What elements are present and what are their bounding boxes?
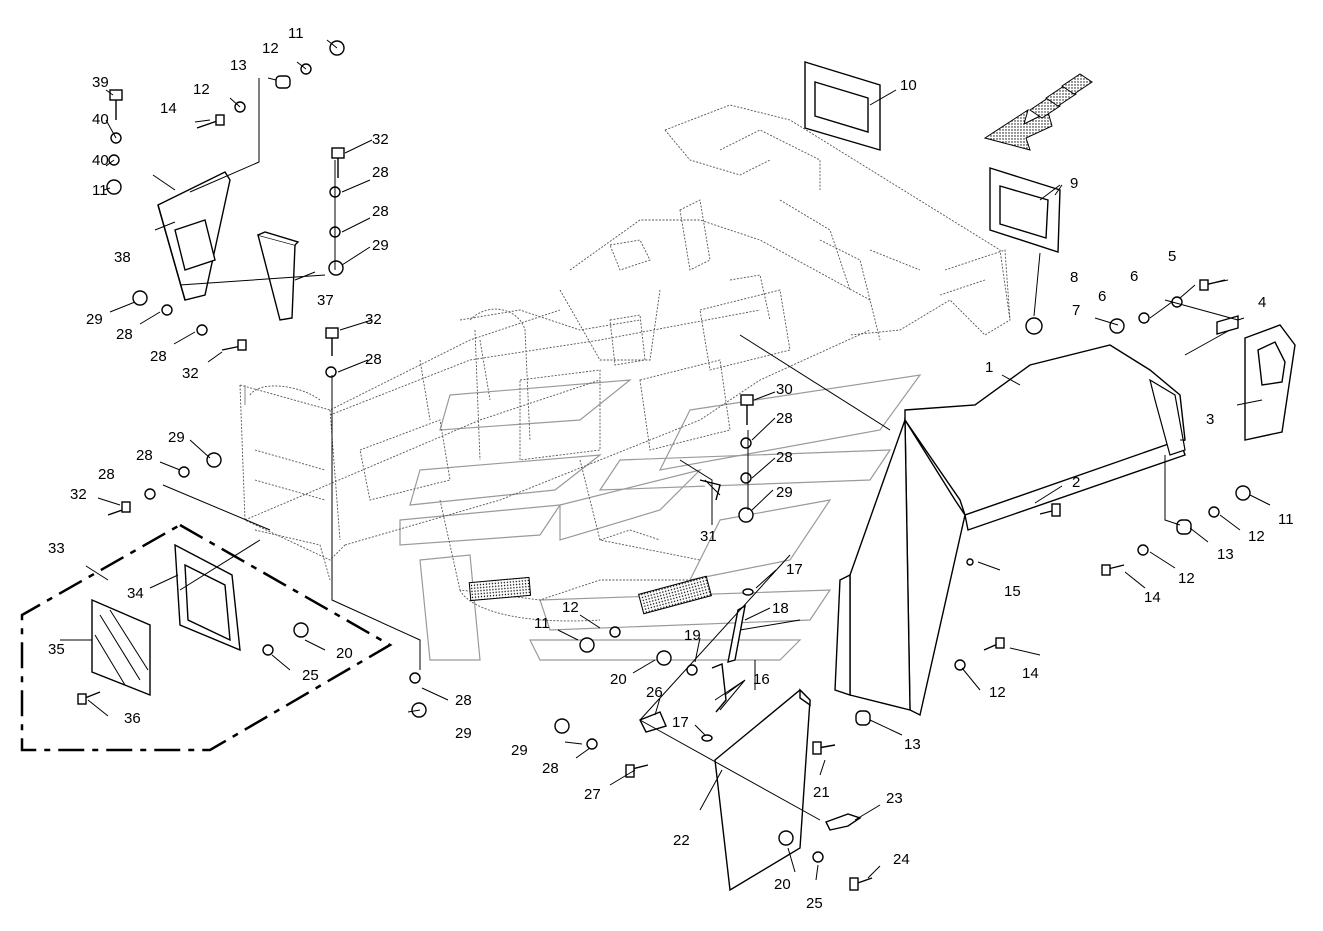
callout-label: 13: [1217, 546, 1234, 563]
callout-label: 36: [124, 710, 141, 727]
callout-label: 39: [92, 74, 109, 91]
hardware: [77, 40, 1251, 891]
callout-label: 40: [92, 152, 109, 169]
callout-label: 28: [372, 203, 389, 220]
callout-label: 27: [584, 786, 601, 803]
callout-label: 21: [813, 784, 830, 801]
callout-label: 18: [772, 600, 789, 617]
callout-label: 12: [989, 684, 1006, 701]
callout-label: 12: [1248, 528, 1265, 545]
reflector-35: [91, 598, 151, 697]
callout-label: 28: [542, 760, 559, 777]
callout-label: 32: [70, 486, 87, 503]
callout-label: 29: [511, 742, 528, 759]
machine-frame: [239, 104, 1011, 622]
decal-10: [804, 61, 881, 151]
callout-label: 28: [365, 351, 382, 368]
callout-label: 20: [610, 671, 627, 688]
bracket-38: [157, 171, 231, 301]
callout-label: 5: [1168, 248, 1176, 265]
callout-label: 28: [776, 410, 793, 427]
callout-label: 29: [372, 237, 389, 254]
callout-label: 19: [684, 627, 701, 644]
callout-label: 28: [455, 692, 472, 709]
callout-label: 29: [86, 311, 103, 328]
callout-label: 15: [1004, 583, 1021, 600]
callout-labels: 1 2 3 4 5 6 6 7 8 9 10 11 12 12 13 14 39…: [48, 25, 1294, 912]
callout-label: 22: [673, 832, 690, 849]
callout-label: 33: [48, 540, 65, 557]
callout-label: 17: [786, 561, 803, 578]
callout-label: 30: [776, 381, 793, 398]
callout-label: 8: [1070, 269, 1078, 286]
callout-label: 28: [116, 326, 133, 343]
callout-label: 32: [372, 131, 389, 148]
cover-3: [1244, 324, 1296, 441]
callout-label: 26: [646, 684, 663, 701]
callout-label: 35: [48, 641, 65, 658]
callout-label: 3: [1206, 411, 1214, 428]
callout-label: 6: [1098, 288, 1106, 305]
callout-label: 9: [1070, 175, 1078, 192]
callout-label: 12: [562, 599, 579, 616]
callout-label: 32: [182, 365, 199, 382]
callout-label: 34: [127, 585, 144, 602]
callout-label: 20: [774, 876, 791, 893]
callout-label: 11: [92, 182, 108, 199]
callout-label: 7: [1072, 302, 1080, 319]
callout-label: 14: [1144, 589, 1161, 606]
callout-label: 29: [455, 725, 472, 742]
callout-label: 12: [1178, 570, 1195, 587]
callout-label: 25: [302, 667, 319, 684]
callout-label: 28: [136, 447, 153, 464]
callout-label: 40: [92, 111, 109, 128]
reflector-frame-34: [174, 543, 241, 652]
leader-lines: [60, 39, 1271, 881]
assembly-boundary-33: [20, 523, 393, 752]
callout-label: 11: [534, 615, 550, 632]
panel-22: [714, 688, 811, 892]
callout-label: 38: [114, 249, 131, 266]
callout-label: 12: [193, 81, 210, 98]
callout-label: 28: [150, 348, 167, 365]
callout-label: 14: [160, 100, 177, 117]
callout-label: 13: [904, 736, 921, 753]
decal-9: [989, 167, 1061, 253]
callout-label: 29: [168, 429, 185, 446]
callout-label: 23: [886, 790, 903, 807]
callout-label: 28: [372, 164, 389, 181]
callout-label: 12: [262, 40, 279, 57]
callout-label: 1: [985, 359, 993, 376]
direction-arrow: [983, 73, 1093, 151]
callout-label: 37: [317, 292, 334, 309]
callout-label: 25: [806, 895, 823, 912]
callout-label: 16: [753, 671, 770, 688]
mudguard-1: [834, 344, 1186, 717]
callout-label: 29: [776, 484, 793, 501]
callout-label: 14: [1022, 665, 1039, 682]
bracket-37: [257, 231, 300, 321]
callout-label: 20: [336, 645, 353, 662]
callout-label: 6: [1130, 268, 1138, 285]
callout-label: 28: [98, 466, 115, 483]
callout-label: 28: [776, 449, 793, 466]
callout-label: 24: [893, 851, 910, 868]
callout-label: 11: [1278, 511, 1294, 528]
callout-label: 2: [1072, 474, 1080, 491]
callout-label: 13: [230, 57, 247, 74]
callout-label: 32: [365, 311, 382, 328]
callout-label: 31: [700, 528, 717, 545]
callout-label: 4: [1258, 294, 1266, 311]
callout-label: 11: [288, 25, 304, 42]
callout-label: 17: [672, 714, 689, 731]
callout-label: 10: [900, 77, 917, 94]
